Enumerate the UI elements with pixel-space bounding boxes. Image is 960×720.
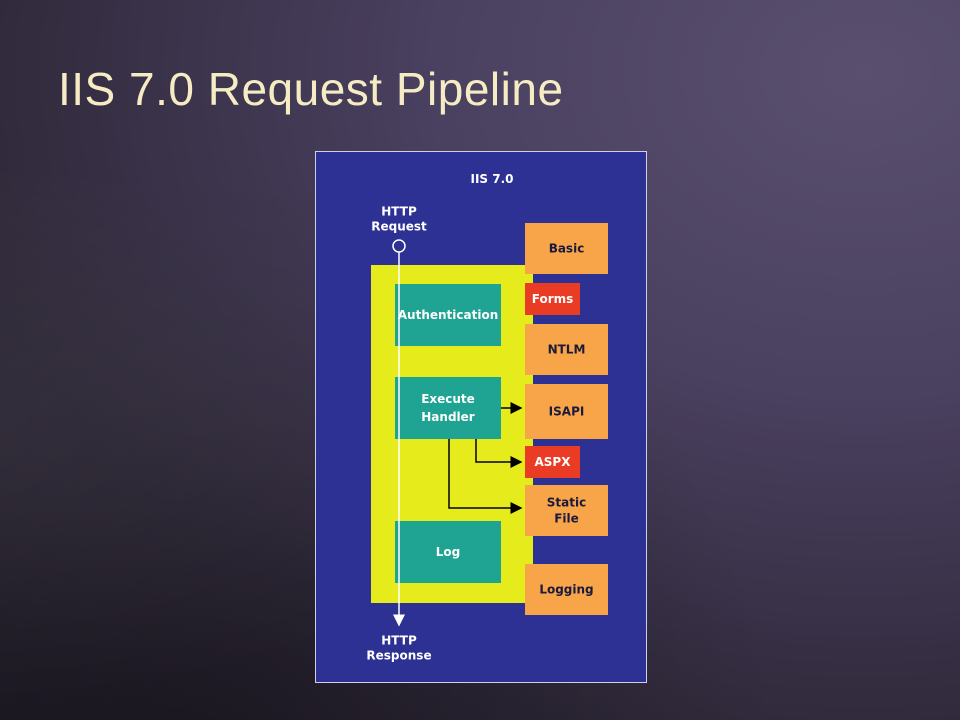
- module-ntlm: [525, 324, 608, 375]
- module-forms-label: Forms: [532, 292, 574, 306]
- request-entry-circle: [392, 239, 406, 253]
- slide-title: IIS 7.0 Request Pipeline: [58, 63, 564, 115]
- module-logging: [525, 564, 608, 615]
- module-aspx: [525, 446, 580, 478]
- arrow-to-aspx: [475, 439, 523, 468]
- module-basic: [525, 223, 608, 274]
- module-logging-label: Logging: [539, 583, 593, 597]
- module-forms: [525, 283, 580, 315]
- module-isapi: [525, 384, 608, 439]
- step-log: [395, 521, 501, 583]
- diagram-header: IIS 7.0: [470, 172, 513, 186]
- module-aspx-label: ASPX: [535, 455, 572, 469]
- arrow-to-static-file: [448, 439, 523, 514]
- module-basic-label: Basic: [549, 242, 585, 256]
- step-log-label: Log: [436, 545, 460, 559]
- step-authentication: [395, 284, 501, 346]
- module-static-file: [525, 485, 608, 536]
- step-authentication-label: Authentication: [398, 308, 499, 322]
- module-isapi-label: ISAPI: [549, 405, 585, 419]
- module-ntlm-label: NTLM: [548, 343, 586, 357]
- step-execute-handler: [395, 377, 501, 439]
